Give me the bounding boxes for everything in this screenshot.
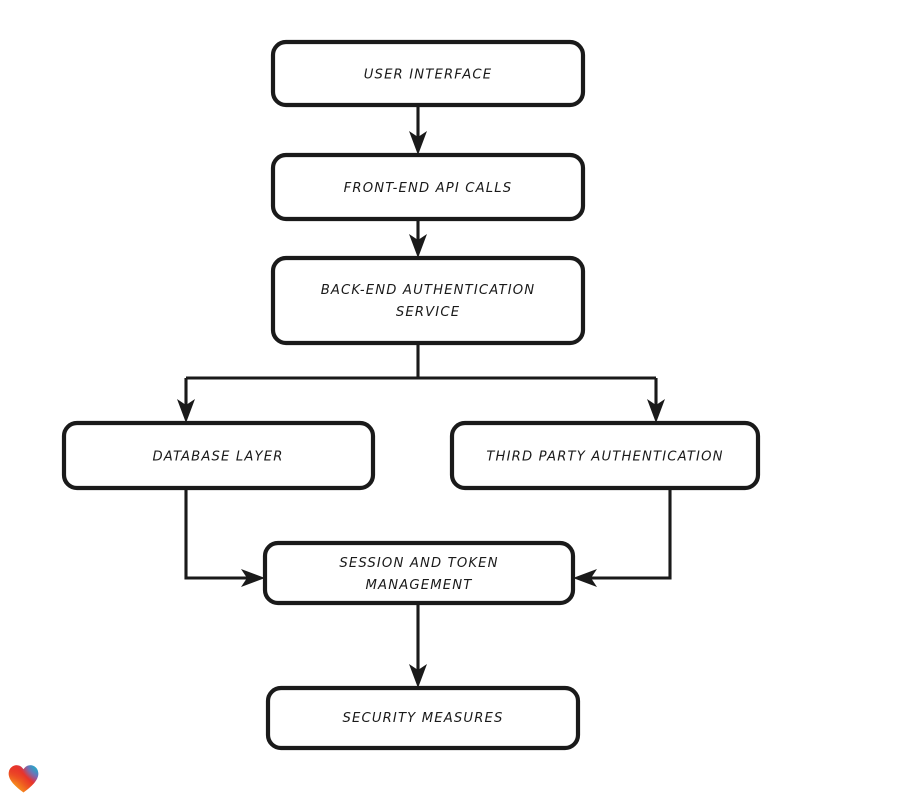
edge-backend-to-thirdpty [647, 378, 665, 423]
node-database-layer[interactable]: DATABASE LAYER [61, 420, 376, 491]
heart-icon-container [7, 763, 40, 795]
node-third-party-auth-label: THIRD PARTY AUTHENTICATION [486, 450, 723, 465]
edge-session-to-security [409, 603, 427, 688]
node-session-token-mgmt[interactable]: SESSION AND TOKEN MANAGEMENT [262, 540, 576, 606]
node-back-end-auth-service-label-line2: SERVICE [396, 305, 460, 320]
edge-thirdpty-to-session [573, 488, 672, 587]
node-database-layer-label: DATABASE LAYER [152, 450, 283, 465]
node-back-end-auth-service-label-line1: BACK-END AUTHENTICATION [321, 283, 536, 298]
node-third-party-auth[interactable]: THIRD PARTY AUTHENTICATION [449, 420, 761, 491]
edge-ui-to-api [409, 105, 427, 155]
node-user-interface[interactable]: USER INTERFACE [270, 39, 586, 108]
node-front-end-api-calls-label: FRONT-END API CALLS [344, 181, 513, 196]
heart-icon [8, 765, 39, 793]
node-user-interface-label: USER INTERFACE [364, 68, 493, 83]
edge-backend-to-db [177, 378, 195, 423]
node-security-measures-label: SECURITY MEASURES [342, 711, 503, 726]
node-session-token-mgmt-label-line1: SESSION AND TOKEN [339, 556, 498, 571]
node-session-token-mgmt-label-line2: MANAGEMENT [366, 578, 473, 593]
edge-api-to-backend [409, 219, 427, 258]
node-security-measures[interactable]: SECURITY MEASURES [265, 685, 581, 751]
edge-fork-bus [186, 343, 656, 380]
edge-db-to-session [184, 488, 265, 587]
node-back-end-auth-service[interactable]: BACK-END AUTHENTICATION SERVICE [270, 255, 586, 346]
node-front-end-api-calls[interactable]: FRONT-END API CALLS [270, 152, 586, 222]
